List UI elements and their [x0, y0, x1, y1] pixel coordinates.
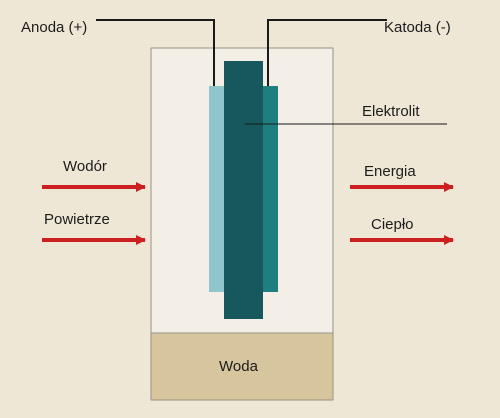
- energy-label: Energia: [364, 163, 416, 180]
- heat-label: Ciepło: [371, 216, 414, 233]
- water-label: Woda: [219, 358, 258, 375]
- cathode-wire: [267, 19, 387, 86]
- water-layer: [150, 332, 334, 401]
- air-label: Powietrze: [44, 211, 110, 228]
- electrolyte-label: Elektrolit: [362, 103, 420, 120]
- electrolyte-plate: [224, 61, 263, 319]
- anode-label: Anoda (+): [21, 19, 88, 36]
- anode-plate: [209, 86, 227, 292]
- cathode-label: Katoda (-): [384, 19, 451, 36]
- hydrogen-label: Wodór: [63, 158, 107, 175]
- cathode-plate: [261, 86, 278, 292]
- anode-wire: [96, 19, 215, 86]
